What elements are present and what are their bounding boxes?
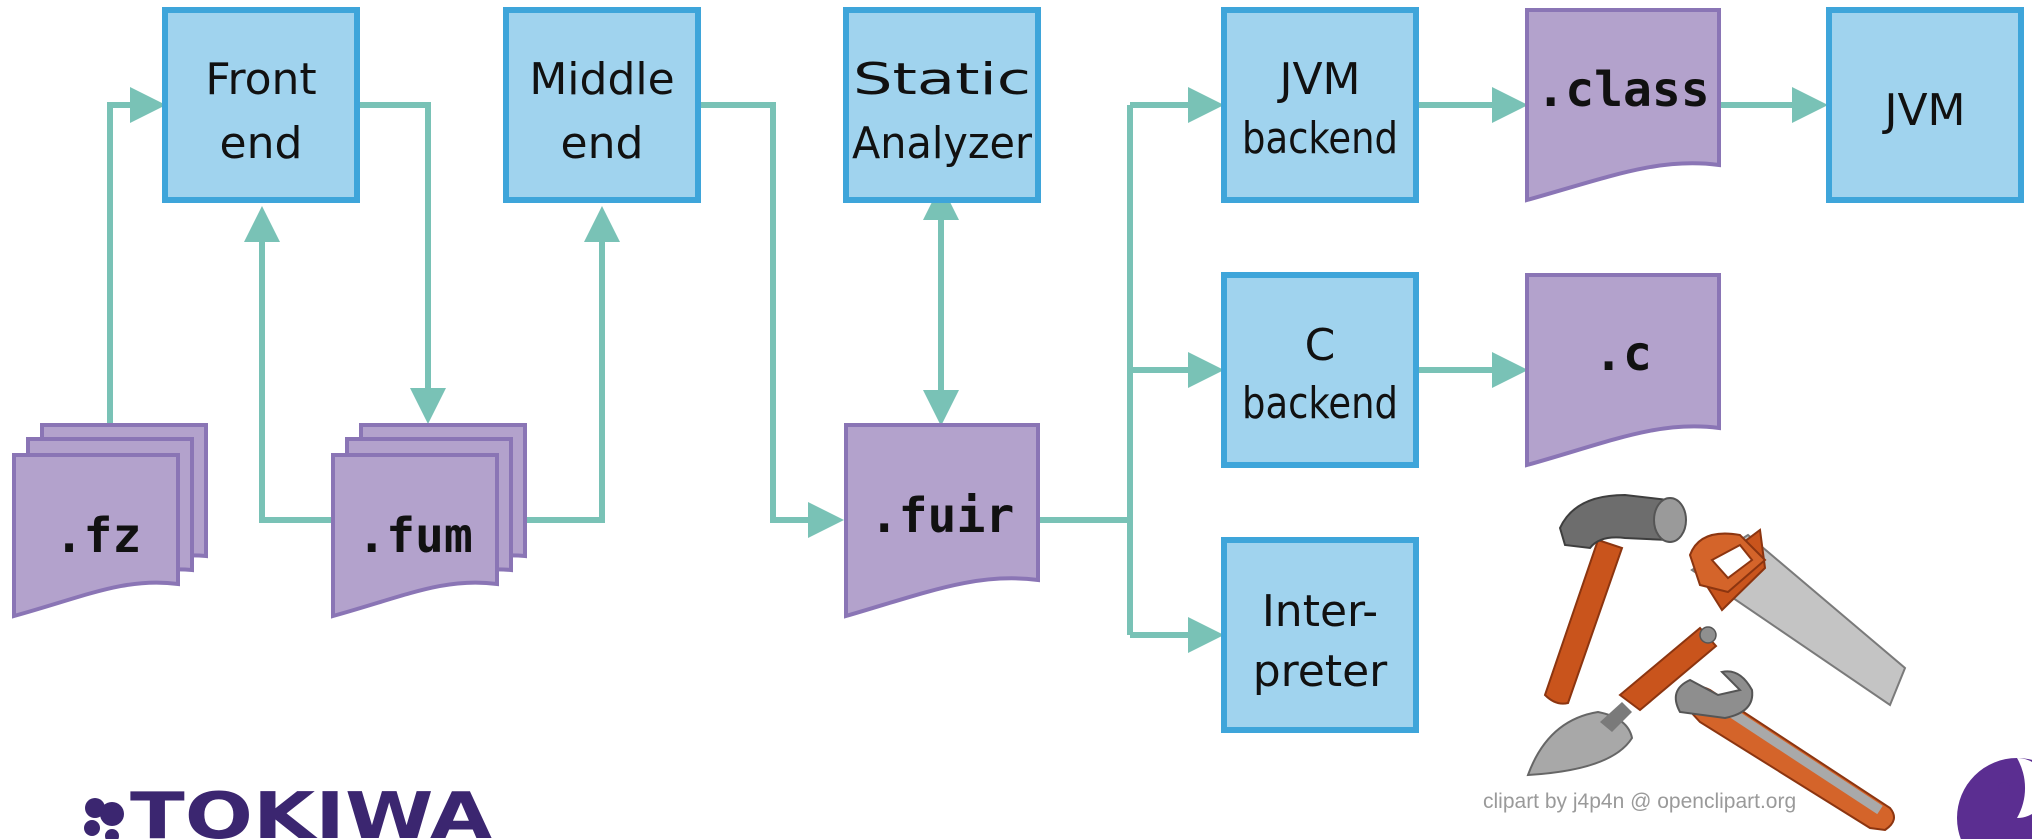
c-backend-box: C backend [1221, 272, 1419, 468]
arrow-fum-to-middleend [525, 206, 620, 523]
c-file: .c [1525, 273, 1721, 468]
middleend-box: Middle end [503, 7, 701, 203]
fuir-file-label: .fuir [870, 488, 1015, 544]
tokiwa-logo-icon [84, 798, 124, 839]
tokiwa-logo: TOKIWA [84, 780, 493, 839]
frontend-label-line1: Front [205, 54, 316, 105]
analyzer-label-line2: Analyzer [852, 118, 1033, 169]
class-file: .class [1525, 8, 1721, 203]
jvm-label: JVM [1881, 85, 1965, 136]
clipart-credit: clipart by j4p4n @ openclipart.org [1483, 790, 1796, 813]
jvm-backend-box: JVM backend [1221, 7, 1419, 203]
arrow-middleend-to-fuir [698, 102, 844, 538]
middleend-label-line2: end [561, 118, 644, 169]
class-file-label: .class [1536, 62, 1709, 118]
jvm-box: JVM [1826, 7, 2024, 203]
wrench-icon [1674, 670, 1895, 832]
yin-yang-icon [1957, 758, 2032, 839]
c-backend-label-line1: C [1305, 320, 1336, 371]
arrow-fum-to-frontend [244, 206, 337, 523]
fuir-file: .fuir [844, 423, 1040, 619]
interpreter-label-line1: Inter- [1262, 586, 1378, 637]
jvm-backend-label-line2: backend [1242, 113, 1398, 164]
tools-icon [1526, 493, 1907, 832]
fum-file-label: .fum [357, 508, 473, 564]
connectors [107, 87, 1828, 653]
c-backend-label-line2: backend [1242, 378, 1398, 429]
static-analyzer-box: Static Analyzer [843, 7, 1041, 203]
fz-file-stack: .fz [12, 423, 208, 619]
saw-icon [1688, 528, 1907, 707]
frontend-box: Front end [162, 7, 360, 203]
analyzer-label-line1: Static [853, 54, 1031, 105]
arrow-fz-to-frontend [107, 87, 166, 425]
middleend-label-line1: Middle [529, 54, 674, 105]
c-file-label: .c [1594, 326, 1652, 382]
fum-file-stack: .fum [331, 423, 527, 619]
interpreter-label-line2: preter [1253, 646, 1388, 697]
jvm-backend-label-line1: JVM [1276, 54, 1360, 105]
trowel-icon [1526, 626, 1718, 777]
hammer-icon [1543, 493, 1687, 705]
frontend-label-line2: end [220, 118, 303, 169]
arrow-frontend-to-fum [357, 102, 446, 424]
interpreter-box: Inter- preter [1221, 537, 1419, 733]
fz-file-label: .fz [55, 508, 142, 564]
tokiwa-wordmark: TOKIWA [130, 780, 493, 839]
